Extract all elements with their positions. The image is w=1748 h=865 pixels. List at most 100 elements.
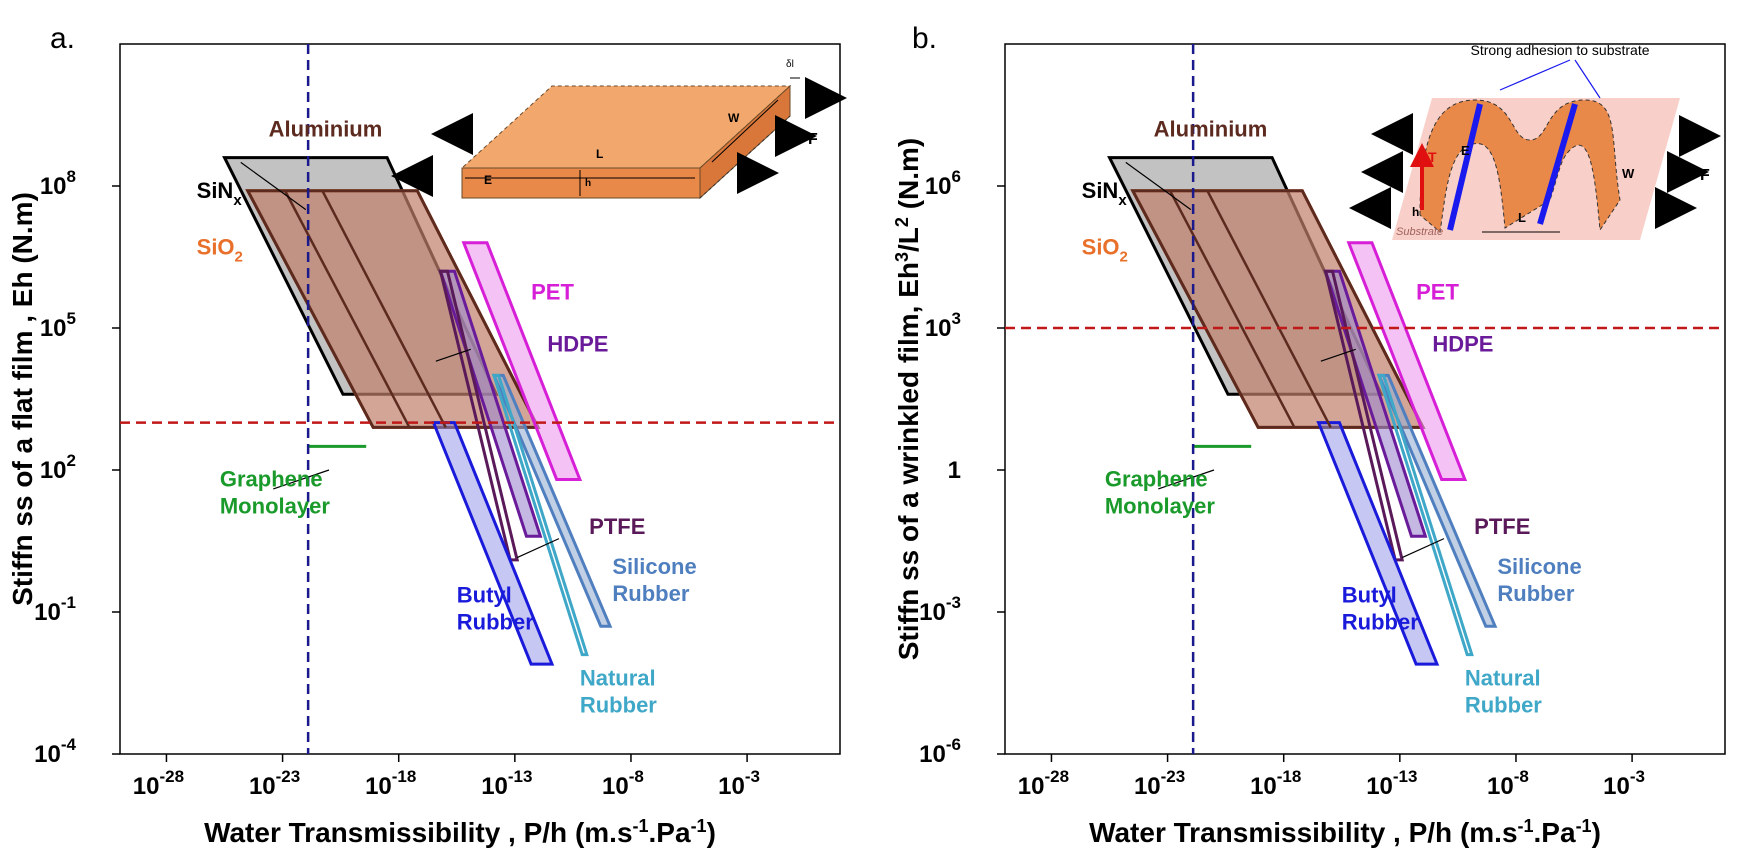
x-tick-label: 10-28 bbox=[133, 767, 184, 800]
y-tick-label: 105 bbox=[40, 309, 76, 342]
label-sio2: SiO2 bbox=[1082, 235, 1128, 266]
leader-line bbox=[1125, 161, 1192, 211]
inset-b-tension-label: T bbox=[1428, 149, 1437, 165]
label-pet: PET bbox=[531, 280, 574, 305]
y-tick-label: 102 bbox=[40, 451, 76, 484]
x-tick-label: 10-8 bbox=[602, 767, 644, 800]
x-tick-label: 10-18 bbox=[365, 767, 416, 800]
inset-b-force-label: F bbox=[1700, 167, 1710, 184]
aluminium-inner-line bbox=[321, 190, 447, 428]
panel-b-x-axis-title: Water Transmissibility , P/h (m.s-1.Pa-1… bbox=[1089, 816, 1601, 848]
leader-line bbox=[1320, 348, 1356, 362]
y-tick-label: 106 bbox=[925, 167, 961, 200]
panel-b: b. SiNxSiO2AluminiumPETHDPEPTFEButylRubb… bbox=[892, 22, 1726, 848]
panel-b-y-axis-title: Stiffn ss of a wrinkled film, Eh3/L2 (N.… bbox=[892, 138, 924, 661]
region-ptfe bbox=[1323, 269, 1405, 562]
x-tick-label: 10-23 bbox=[249, 767, 300, 800]
label-silicone-rubber-line2: Rubber bbox=[1497, 581, 1574, 606]
panel-b-x-ticks: 10-28 10-23 10-18 10-13 10-8 10-3 bbox=[1018, 754, 1645, 800]
region-hdpe bbox=[1323, 269, 1428, 538]
x-tick-label: 10-13 bbox=[481, 767, 532, 800]
panel-a: a. SiNxSiO2AluminiumPETHDPEPTFEButylRubb… bbox=[7, 22, 847, 848]
y-tick-label: 10-1 bbox=[34, 593, 76, 626]
label-sio2: SiO2 bbox=[197, 235, 243, 266]
y-tick-label: 1 bbox=[948, 457, 961, 484]
inset-wrinkle bbox=[1419, 99, 1621, 233]
label-butyl-rubber-line2: Rubber bbox=[457, 610, 534, 635]
y-tick-label: 103 bbox=[925, 309, 961, 342]
panel-b-y-ticks: 106 103 1 10-3 10-6 bbox=[919, 167, 1005, 768]
label-ptfe: PTFE bbox=[1474, 514, 1530, 539]
aluminium-inner-line bbox=[283, 190, 411, 428]
label-hdpe: HDPE bbox=[1432, 332, 1493, 357]
region-natural-rubber bbox=[1376, 373, 1474, 657]
y-tick-label: 10-4 bbox=[34, 735, 76, 768]
aluminium-inner-line bbox=[1206, 190, 1332, 428]
label-natural-rubber-line2: Rubber bbox=[1465, 692, 1542, 717]
leader-line bbox=[435, 348, 471, 362]
label-silicone-rubber: Silicone bbox=[1497, 554, 1581, 579]
inset-b-height-label: h bbox=[1412, 205, 1419, 219]
panel-b-marks: SiNxSiO2AluminiumPETHDPEPTFEButylRubberS… bbox=[1005, 44, 1725, 754]
label-butyl-rubber: Butyl bbox=[1342, 583, 1397, 608]
leader-line bbox=[1158, 469, 1215, 490]
panel-b-plot-frame bbox=[1004, 43, 1726, 755]
inset-b-length-label: L bbox=[1518, 210, 1526, 225]
panel-a-y-axis-title: Stiffn ss of a flat film , Eh (N.m) bbox=[7, 192, 38, 606]
leader-line bbox=[273, 469, 330, 490]
label-aluminium: Aluminium bbox=[1154, 116, 1268, 141]
inset-a-delta-label: δl bbox=[786, 59, 794, 70]
x-tick-label: 10-8 bbox=[1487, 767, 1529, 800]
inset-b-modulus-label: E bbox=[1461, 143, 1470, 158]
inset-b-width-label: W bbox=[1622, 166, 1635, 181]
label-butyl-rubber-line2: Rubber bbox=[1342, 610, 1419, 635]
inset-a-width-label: W bbox=[728, 111, 740, 125]
inset-a-length-label: L bbox=[596, 147, 603, 161]
panel-a-inset-flat-film: E L W h δl F bbox=[391, 59, 847, 200]
label-natural-rubber: Natural bbox=[580, 665, 656, 690]
aluminium-inner-line bbox=[1168, 190, 1296, 428]
label-pet: PET bbox=[1416, 280, 1459, 305]
region-ptfe bbox=[438, 269, 520, 562]
inset-a-force-label: F bbox=[808, 131, 818, 148]
adhesion-line-2 bbox=[1537, 103, 1578, 225]
region-natural-rubber bbox=[491, 373, 589, 657]
x-tick-label: 10-13 bbox=[1366, 767, 1417, 800]
label-silicone-rubber-line2: Rubber bbox=[612, 581, 689, 606]
label-butyl-rubber: Butyl bbox=[457, 583, 512, 608]
a-xtitle-1: Water Transmissibility , P/h (m.s bbox=[204, 817, 632, 848]
leader-line bbox=[240, 161, 307, 211]
x-tick-label: 10-28 bbox=[1018, 767, 1069, 800]
panel-a-x-ticks: 10-28 10-23 10-18 10-13 10-8 10-3 bbox=[133, 754, 760, 800]
label-ptfe: PTFE bbox=[589, 514, 645, 539]
label-graphene-monolayer-line2: Monolayer bbox=[220, 494, 330, 519]
label-hdpe: HDPE bbox=[547, 332, 608, 357]
inset-a-height-label: h bbox=[585, 178, 591, 189]
y-tick-label: 10-3 bbox=[919, 593, 961, 626]
x-tick-label: 10-3 bbox=[1603, 767, 1645, 800]
label-graphene-monolayer: Graphene bbox=[1105, 467, 1208, 492]
label-graphene-monolayer-line2: Monolayer bbox=[1105, 494, 1215, 519]
label-aluminium: Aluminium bbox=[269, 116, 383, 141]
panel-a-plot-frame bbox=[119, 43, 841, 755]
label-sinx: SiNx bbox=[197, 178, 243, 209]
label-silicone-rubber: Silicone bbox=[612, 554, 696, 579]
region-hdpe bbox=[438, 269, 543, 538]
label-natural-rubber-line2: Rubber bbox=[580, 692, 657, 717]
region-pet bbox=[461, 241, 583, 481]
x-tick-label: 10-18 bbox=[1250, 767, 1301, 800]
inset-b-adhesion-label: Strong adhesion to substrate bbox=[1470, 42, 1649, 58]
inset-block-front bbox=[461, 167, 701, 199]
x-tick-label: 10-23 bbox=[1134, 767, 1185, 800]
panel-b-label: b. bbox=[912, 22, 937, 55]
region-pet bbox=[1346, 241, 1468, 481]
panel-a-label: a. bbox=[50, 22, 75, 55]
label-natural-rubber: Natural bbox=[1465, 665, 1541, 690]
panel-a-marks: SiNxSiO2AluminiumPETHDPEPTFEButylRubberS… bbox=[120, 44, 840, 754]
panel-b-inset-wrinkled-film: Strong adhesion to substrate E T W h L S… bbox=[1349, 42, 1721, 240]
y-tick-label: 10-6 bbox=[919, 735, 961, 768]
x-tick-label: 10-3 bbox=[718, 767, 760, 800]
leader-line bbox=[1401, 538, 1445, 559]
